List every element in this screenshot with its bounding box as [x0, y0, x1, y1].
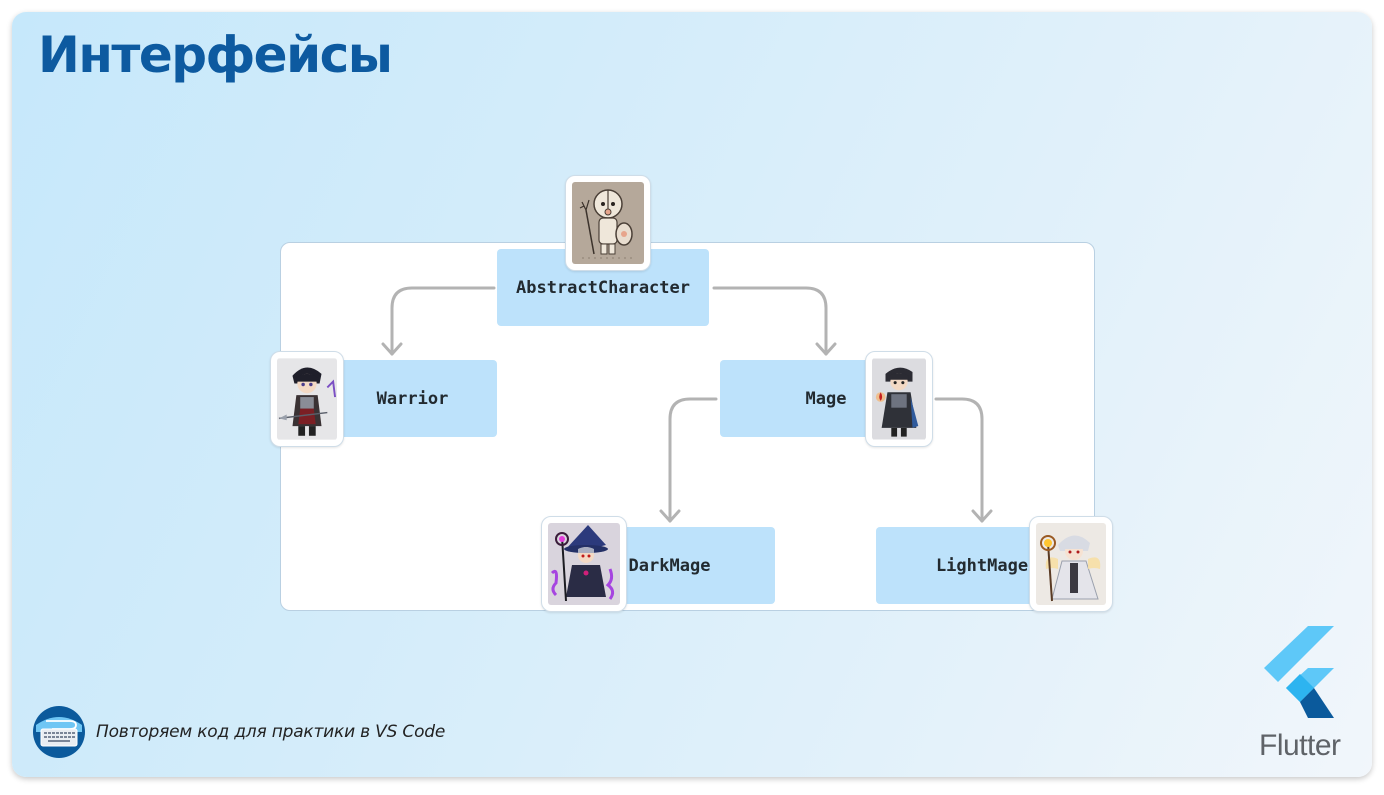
class-node-mage[interactable]: Mage [720, 360, 870, 437]
class-label: Mage [805, 388, 847, 409]
dark-mage-image [548, 523, 620, 605]
keyboard-icon [32, 705, 86, 759]
dark-mage-avatar [541, 516, 627, 612]
abstract-character-avatar [565, 175, 651, 271]
slide-title: Интерфейсы [38, 26, 393, 84]
class-label: LightMage [935, 555, 1029, 576]
mage-image [872, 358, 926, 440]
footer-hint: Повторяем код для практики в VS Code [96, 722, 446, 742]
light-mage-avatar [1029, 516, 1113, 612]
class-node-light-mage[interactable]: LightMage [876, 527, 1036, 604]
class-node-warrior[interactable]: Warrior [336, 360, 497, 437]
warrior-image [277, 358, 337, 440]
flutter-logo-icon [1264, 626, 1334, 718]
abstract-character-image [572, 182, 644, 264]
class-label: Warrior [376, 388, 449, 409]
class-label: DarkMage [628, 555, 711, 576]
slide: Интерфейсы [12, 12, 1372, 777]
mage-avatar [865, 351, 933, 447]
flutter-wordmark: Flutter [1259, 729, 1341, 762]
warrior-avatar [270, 351, 344, 447]
class-node-dark-mage[interactable]: DarkMage [618, 527, 775, 604]
class-label: AbstractCharacter [516, 277, 690, 298]
light-mage-image [1036, 523, 1106, 605]
